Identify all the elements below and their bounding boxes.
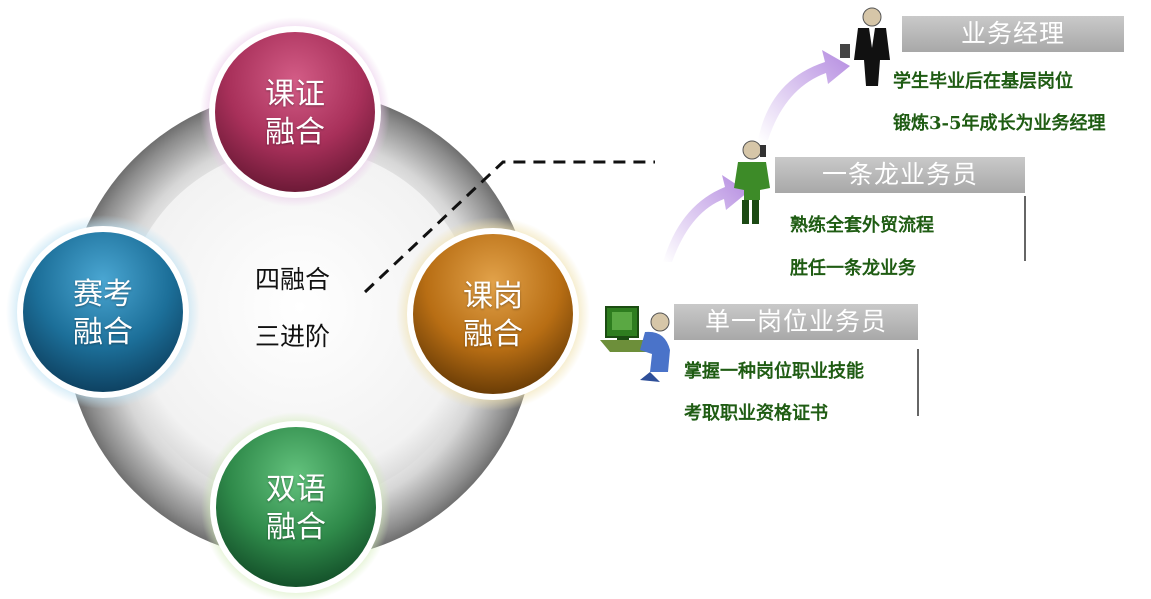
arrow-up-1 [663,175,748,262]
level3-desc2: 锻炼3-5年成长为业务经理 [893,113,1106,134]
circle-bottom-line2: 融合 [266,510,326,545]
circle-left-label: 赛考 融合 [33,276,173,352]
dashed-connector-line [363,160,655,294]
circle-bottom-label: 双语 融合 [226,471,366,547]
person-at-computer-icon [600,306,670,382]
circle-bottom-line1: 双语 [266,472,326,507]
circle-right-line2: 融合 [463,317,523,352]
circle-left-graphic [6,215,200,409]
level2-title: 一条龙业务员 [775,157,1025,193]
circle-top-label: 课证 融合 [225,76,365,152]
circle-top-line1: 课证 [265,77,325,112]
circle-right-label: 课岗 融合 [423,278,563,354]
circle-top-line2: 融合 [265,115,325,150]
level3-title: 业务经理 [902,16,1124,52]
circle-left-line1: 赛考 [73,277,133,312]
arrow-up-2 [758,50,850,140]
center-line1: 四融合 [255,265,331,294]
circle-top-graphic [200,17,390,207]
person-on-phone-icon [734,140,770,224]
circle-bottom-graphic [201,412,391,599]
circle-right-graphic [396,217,590,411]
center-ring [65,90,535,560]
level1-desc2: 考取职业资格证书 [684,403,828,424]
level2-desc2: 胜任一条龙业务 [790,258,916,279]
circle-left-line2: 融合 [73,315,133,350]
center-line2: 三进阶 [255,322,331,351]
level2-desc1: 熟练全套外贸流程 [790,215,934,236]
level1-desc1: 掌握一种岗位职业技能 [684,361,864,382]
circle-right-line1: 课岗 [463,279,523,314]
business-manager-icon [840,7,890,86]
level1-title: 单一岗位业务员 [674,304,918,340]
level3-desc1: 学生毕业后在基层岗位 [893,71,1073,92]
